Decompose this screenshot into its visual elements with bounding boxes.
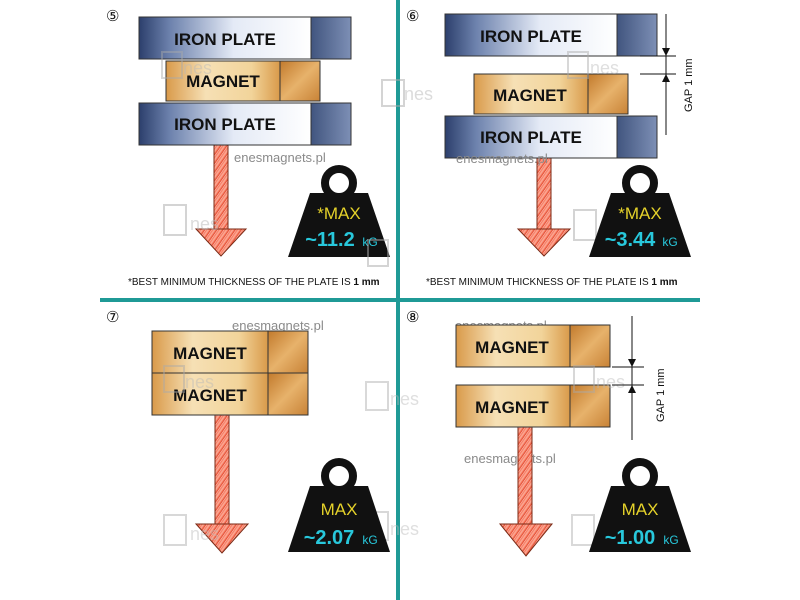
svg-text:*MAX: *MAX xyxy=(317,204,360,223)
panel-number: ⑥ xyxy=(406,8,419,25)
force-arrow xyxy=(194,414,250,554)
weight-icon: *MAX ~11.2 kG xyxy=(288,165,390,257)
svg-text:GAP 1 mm: GAP 1 mm xyxy=(683,58,695,112)
svg-text:nes: nes xyxy=(590,58,619,78)
url-watermark: enesmagnets.pl xyxy=(232,318,324,333)
svg-text:MAX: MAX xyxy=(622,500,659,519)
svg-text:~11.2: ~11.2 xyxy=(305,229,355,251)
svg-text:GAP 1 mm: GAP 1 mm xyxy=(655,368,667,422)
svg-text:nes: nes xyxy=(390,389,419,409)
force-arrow xyxy=(516,157,572,257)
force-arrow xyxy=(498,426,554,557)
gap-dimension: GAP 1 mm xyxy=(612,316,667,440)
gap-dimension: GAP 1 mm xyxy=(640,14,695,135)
panel-number: ⑤ xyxy=(106,8,119,25)
weight-icon: *MAX ~3.44 kG xyxy=(589,165,691,257)
svg-text:MAGNET: MAGNET xyxy=(173,386,247,405)
svg-text:nes: nes xyxy=(185,372,214,392)
svg-text:~1.00: ~1.00 xyxy=(605,527,656,549)
iron-plate-block: IRON PLATE xyxy=(138,16,352,60)
svg-text:nes: nes xyxy=(390,519,419,539)
enes-logo-watermark xyxy=(367,239,389,267)
svg-text:IRON PLATE: IRON PLATE xyxy=(480,27,582,46)
svg-text:IRON PLATE: IRON PLATE xyxy=(480,128,582,147)
panel-number: ⑧ xyxy=(406,309,419,326)
svg-text:*MAX: *MAX xyxy=(618,204,661,223)
svg-text:kG: kG xyxy=(663,533,678,547)
enes-logo-watermark: nes xyxy=(567,51,619,79)
magnet-block: MAGNET xyxy=(455,384,611,428)
svg-text:~2.07: ~2.07 xyxy=(304,527,355,549)
svg-text:IRON PLATE: IRON PLATE xyxy=(174,30,276,49)
svg-text:kG: kG xyxy=(362,533,377,547)
magnet-block: MAGNET xyxy=(151,372,309,416)
svg-text:nes: nes xyxy=(190,524,219,544)
svg-text:MAX: MAX xyxy=(321,500,358,519)
enes-logo-watermark: nes xyxy=(571,365,625,546)
svg-text:MAGNET: MAGNET xyxy=(173,344,247,363)
weight-icon: MAX ~2.07 kG xyxy=(288,458,390,552)
svg-text:~3.44: ~3.44 xyxy=(605,229,656,251)
svg-text:nes: nes xyxy=(190,214,219,234)
iron-plate-block: IRON PLATE xyxy=(444,13,658,57)
magnet-block: MAGNET xyxy=(455,324,611,368)
url-watermark: enesmagnets.pl xyxy=(464,451,556,466)
enes-logo-watermark: nes xyxy=(381,79,597,241)
url-watermark: enesmagnets.pl xyxy=(234,150,326,165)
svg-text:MAGNET: MAGNET xyxy=(493,86,567,105)
svg-text:MAGNET: MAGNET xyxy=(475,338,549,357)
magnet-block: MAGNET xyxy=(473,73,629,115)
svg-text:MAGNET: MAGNET xyxy=(186,72,260,91)
iron-plate-block: IRON PLATE xyxy=(138,102,352,146)
panel-8: ⑧ enesmagnets.pl enesmagnets.pl MAGNET M… xyxy=(406,309,691,557)
iron-plate-block: IRON PLATE xyxy=(444,115,658,159)
svg-text:IRON PLATE: IRON PLATE xyxy=(174,115,276,134)
weight-icon: MAX ~1.00 kG xyxy=(589,458,691,552)
enes-logo-watermark: nes xyxy=(161,51,212,79)
svg-text:kG: kG xyxy=(362,235,377,249)
magnet-block: MAGNET xyxy=(151,330,309,374)
svg-text:kG: kG xyxy=(662,235,677,249)
panel-number: ⑦ xyxy=(106,309,119,326)
panel-6: ⑥ nes IRON PLATE MAGNET IRON PLATE n xyxy=(381,8,695,288)
panel-7: ⑦ enesmagnets.pl MAGNET MAGNET nes nes n… xyxy=(106,309,419,554)
svg-text:nes: nes xyxy=(596,372,625,392)
panel-5: ⑤ nes IRON PLATE MAGNET IRON PLATE xyxy=(106,8,390,288)
url-watermark: enesmagnets.pl xyxy=(456,151,548,166)
svg-text:nes: nes xyxy=(404,84,433,104)
enes-logo-watermark: nes nes nes nes xyxy=(163,365,419,546)
thickness-note: *BEST MINIMUM THICKNESS OF THE PLATE IS … xyxy=(128,277,380,288)
enes-logo-watermark: nes xyxy=(163,204,219,236)
thickness-note: *BEST MINIMUM THICKNESS OF THE PLATE IS … xyxy=(426,277,678,288)
svg-text:nes: nes xyxy=(183,58,212,78)
magnet-block: MAGNET xyxy=(165,60,321,102)
svg-text:MAGNET: MAGNET xyxy=(475,398,549,417)
